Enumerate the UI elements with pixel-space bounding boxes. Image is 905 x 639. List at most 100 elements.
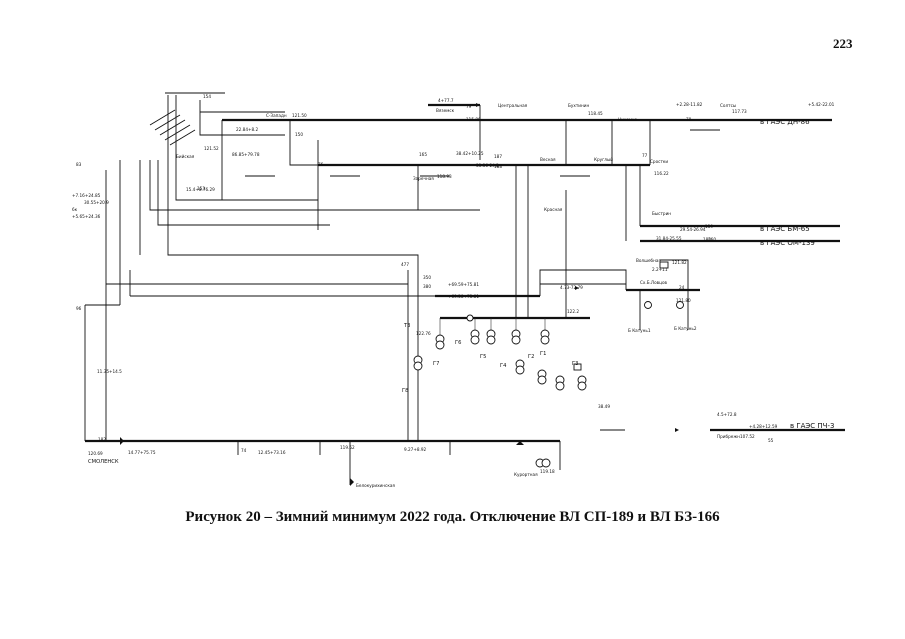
top-left-feeders xyxy=(149,92,225,146)
flow-label: 14.77+75.75 xyxy=(128,450,156,455)
node-label: 187 xyxy=(494,154,502,159)
biysk-label: Бийская xyxy=(176,154,195,159)
soltsy-label: Солтсы xyxy=(720,103,736,108)
flow-label: +2.28-11.82 xyxy=(676,102,703,107)
belokurikha-label: Белокурихинская xyxy=(356,483,395,488)
flow-label: +7.16+24.85 xyxy=(72,193,101,198)
g3-label: Г3 xyxy=(572,361,578,367)
node-label: 76 xyxy=(318,162,324,167)
flow-label: 33.36-24.2 xyxy=(476,163,499,168)
smolensk-label: СМОЛЕНСК xyxy=(88,459,119,465)
flow-label: 119.52 xyxy=(340,445,355,450)
flow-label: 31.84-25.55 xyxy=(656,236,682,241)
node-label: 24 xyxy=(679,285,685,290)
zarechnaya-label: Заречная xyxy=(413,176,434,181)
flow-label: +69.58+75.81 xyxy=(448,294,479,299)
zarechnaya-voltage: 118.93 xyxy=(437,174,452,179)
flow-label: 22.84+8.2 xyxy=(236,127,258,132)
gaes-pch3-label: в ГАЭС ПЧ-3 xyxy=(790,422,834,430)
node-label: 78 xyxy=(686,117,692,122)
g4-label: Г4 xyxy=(500,363,507,369)
tsentralnaya-label: Центральная xyxy=(498,103,528,108)
node-label: 350 xyxy=(423,275,431,280)
g6-label: Г6 xyxy=(455,340,461,346)
gaes-bm65-label: в ГАЭС БМ-65 xyxy=(760,225,810,233)
volshebnyi-label: Волшебная xyxy=(636,258,661,263)
nichamka-label: Ничамка xyxy=(618,117,638,122)
transformer-t3 xyxy=(466,314,474,322)
node-label: 79 xyxy=(466,104,472,109)
flow-label: 38.49 xyxy=(598,404,610,409)
gaes-om139-label: в ГАЭС ОМ-139 xyxy=(760,239,815,247)
page-number: 223 xyxy=(833,36,853,51)
node-label: 153 xyxy=(197,186,205,191)
s-zapad-label: С-Западн xyxy=(266,113,287,118)
flow-label: 12.45+73.16 xyxy=(258,450,286,455)
krasnaya-label: Красная xyxy=(544,207,563,212)
flow-label: 86.85+79.78 xyxy=(232,152,260,157)
transformer-smolensk xyxy=(535,458,551,468)
vesnaya-label: Весная xyxy=(540,157,556,162)
bus-dashes xyxy=(165,129,720,442)
g8-label: Г8 xyxy=(402,388,408,394)
srosti-voltage: 116.22 xyxy=(654,171,669,176)
node-label: 74 xyxy=(241,448,247,453)
prebortm-voltage: 107.52 xyxy=(740,434,755,439)
flow-label: 119.18 xyxy=(540,469,555,474)
generator-g2 xyxy=(540,318,550,345)
flow-label: +4.28+12.59 xyxy=(749,424,778,429)
katun1-label: Б Катунь1 xyxy=(628,328,651,333)
flow-label: 121.80 xyxy=(676,298,691,303)
bykhtino-voltage: 118.45 xyxy=(588,111,603,116)
kurortnaya-label: Курортная xyxy=(514,472,538,477)
flow-label: +5.65+24.36 xyxy=(72,214,101,219)
flow-label: 38.42+10.25 xyxy=(456,151,484,156)
power-network-diagram: СМОЛЕНСК 120.69 Вяземск 115.86 С-Западн … xyxy=(72,92,845,488)
srosti-label: Сростки xyxy=(650,159,668,164)
katun-transformers xyxy=(644,261,684,309)
node-label: 83 xyxy=(76,162,82,167)
biysk-voltage: 121.52 xyxy=(204,146,219,151)
s-zapad-voltage: 121.50 xyxy=(292,113,307,118)
soltsy-voltage: 117.73 xyxy=(732,109,747,114)
flow-label: 122.76 xyxy=(416,331,431,336)
bystryn-label: Быстрин xyxy=(652,211,671,216)
generator-g8 xyxy=(413,340,423,371)
smolensk-voltage: 120.69 xyxy=(88,451,103,456)
flow-label: 122.2 xyxy=(567,309,579,314)
vyazma-voltage: 115.86 xyxy=(466,117,481,122)
generator-g7 xyxy=(435,318,445,350)
node-label: 182 xyxy=(98,437,106,442)
g5-label: Г5 xyxy=(480,354,486,360)
flow-label: 29.54-26.94 xyxy=(680,227,706,232)
g1-label: Г1 xyxy=(540,351,546,357)
direction-arrows xyxy=(120,103,679,486)
flow-label: 30.55+20.9 xyxy=(84,200,109,205)
node-label: 96 xyxy=(76,306,82,311)
flow-label: 4.73-72.79 xyxy=(560,285,583,290)
flow-label: 121.82 xyxy=(672,260,687,265)
flow-label: 15.4+8.76.29 xyxy=(186,187,215,192)
gaes-dn86-label: в ГАЭС ДН-86 xyxy=(760,118,810,126)
generator-g5 xyxy=(486,318,496,345)
node-label: 159 xyxy=(705,224,713,229)
generator-g4 xyxy=(511,318,521,345)
node-label: 154 xyxy=(203,94,211,99)
node-label: 55 xyxy=(768,438,774,443)
node-label: 77 xyxy=(642,153,648,158)
node-label: 180 xyxy=(703,237,711,242)
vyazma-label: Вяземск xyxy=(436,108,455,113)
node-label: 150 xyxy=(295,132,303,137)
flow-label: 9.27+8.92 xyxy=(404,447,426,452)
generator-g1 xyxy=(537,363,587,391)
flow-label: +69.59+75.81 xyxy=(448,282,479,287)
flow-label: 11.35+14.5 xyxy=(97,369,122,374)
node-label: 160 xyxy=(708,237,716,242)
prebortm-label: Прибрежн xyxy=(717,434,740,439)
katun2-label: Б Катунь2 xyxy=(674,326,697,331)
node-label: 6к xyxy=(72,207,78,212)
node-label: 188 xyxy=(494,164,502,169)
kruglyi-label: Круглый xyxy=(594,157,613,162)
node-label: 380 xyxy=(423,284,431,289)
flow-label: 4.5+72.8 xyxy=(717,412,737,417)
